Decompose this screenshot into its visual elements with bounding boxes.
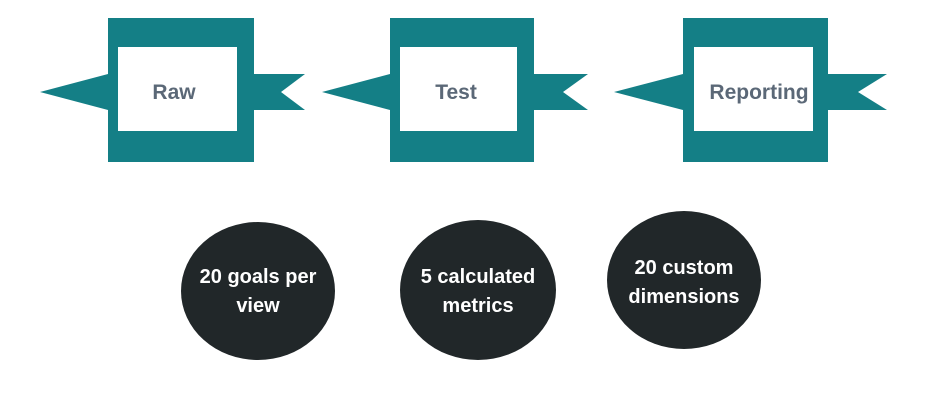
stage-reporting-left-ribbon (614, 74, 683, 110)
stage-reporting-label: Reporting (709, 81, 808, 104)
stage-raw-box (118, 47, 237, 131)
limit-dimensions-line2: dimensions (628, 286, 739, 308)
limit-metrics-line1: 5 calculated (421, 266, 536, 288)
stage-test: Test (322, 18, 588, 162)
limit-goals-line2: view (236, 295, 280, 317)
limit-metrics-line2: metrics (442, 295, 513, 317)
limit-goals-line1: 20 goals per (200, 266, 317, 288)
stage-test-left-ribbon (322, 74, 390, 110)
limit-dimensions-circle (607, 211, 761, 349)
limit-metrics-circle (400, 220, 556, 360)
limit-goals: 20 goals per view (181, 222, 335, 360)
stage-test-box (400, 47, 517, 131)
stage-raw: Raw (40, 18, 305, 162)
limit-dimensions-line1: 20 custom (635, 257, 734, 279)
limit-metrics: 5 calculated metrics (400, 220, 556, 360)
stage-raw-label: Raw (152, 81, 196, 104)
stage-reporting-box (694, 47, 813, 131)
stage-test-label: Test (435, 81, 477, 104)
limit-goals-circle (181, 222, 335, 360)
stage-raw-left-ribbon (40, 74, 108, 110)
limit-dimensions: 20 custom dimensions (607, 211, 761, 349)
stage-reporting: Reporting (614, 18, 887, 162)
